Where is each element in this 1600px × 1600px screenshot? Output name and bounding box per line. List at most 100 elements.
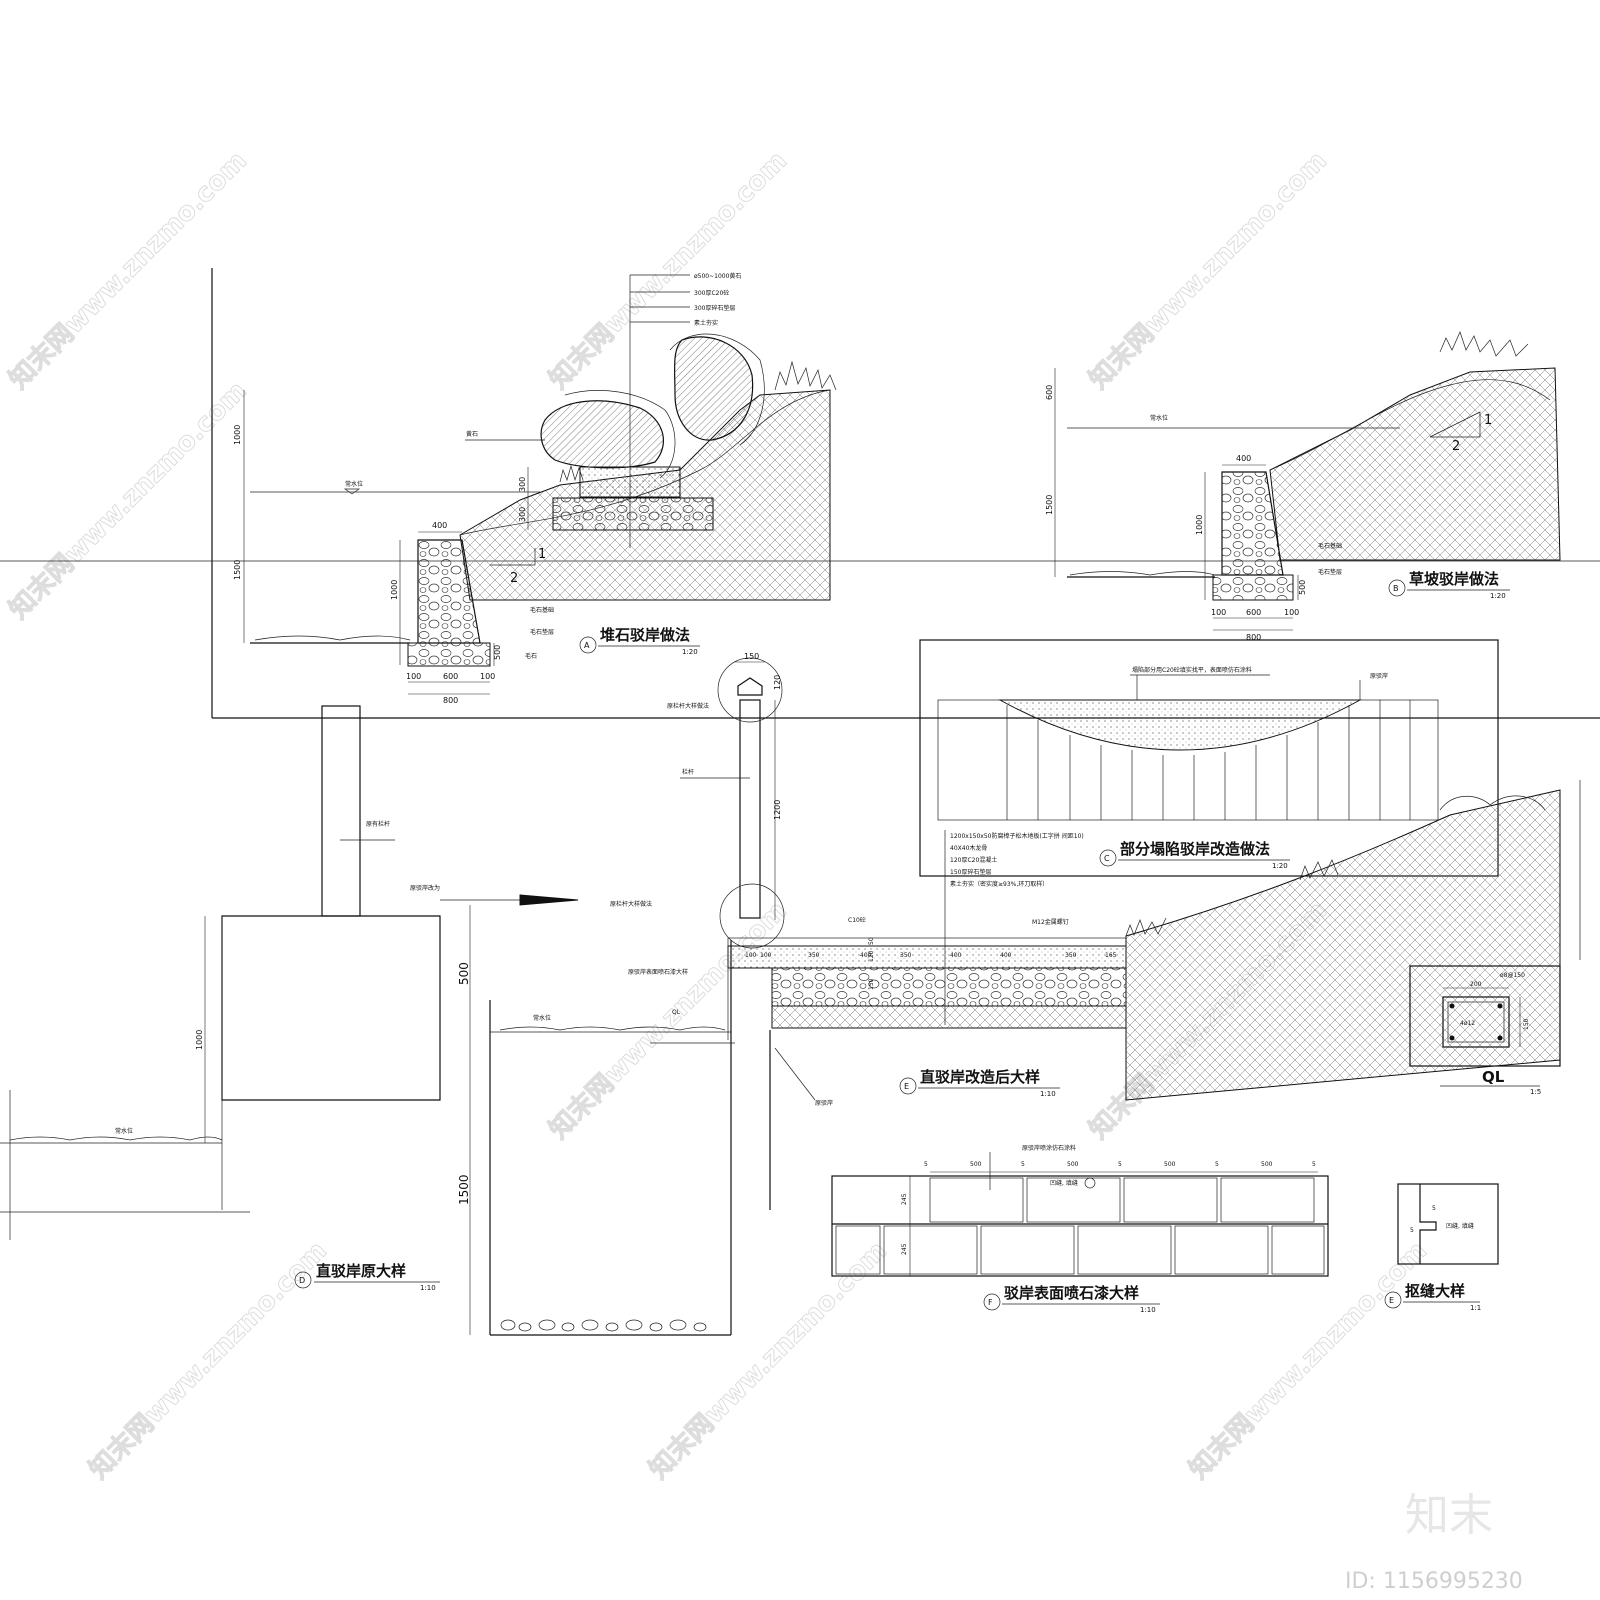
drawing-line — [1271, 1225, 1325, 1275]
drawing-line — [552, 497, 714, 531]
ql-in-label: 4ø12 — [1460, 1020, 1475, 1027]
detail-d-marker-text: D — [299, 1276, 305, 1285]
drawing-line — [1447, 1001, 1505, 1043]
dim-a-top400: 400 — [432, 521, 447, 530]
drawing-line — [518, 1322, 532, 1332]
dim-b-h1000: 1000 — [1195, 515, 1204, 535]
drawing-line — [1439, 795, 1546, 811]
callout-e-2: 40X40木龙骨 — [950, 844, 987, 852]
water-label-a: 常水位 — [345, 480, 363, 488]
drawing-line — [321, 705, 361, 917]
drawing-line — [581, 1319, 599, 1331]
drawing-line — [564, 390, 676, 479]
drawing-line — [1449, 1035, 1455, 1041]
dim-e2-5a: 5 — [1432, 1205, 1436, 1212]
drawing-line — [1429, 411, 1481, 438]
detail-e2-joint: 5 5 凹缝, 填缝 E 抠缝大样 1:1 — [1384, 1183, 1499, 1312]
drawing-line — [540, 400, 664, 469]
label-f: 原驳岸喷涂仿石涂料 — [1022, 1144, 1076, 1152]
dim-b-top400: 400 — [1236, 454, 1251, 463]
drawing-line — [1084, 1177, 1096, 1189]
rail-detail-label-2: 原栏杆大样做法 — [610, 900, 652, 908]
drawing-line — [717, 657, 783, 723]
detail-f-title: 驳岸表面喷石漆大样 — [1004, 1284, 1139, 1302]
image-id: ID: 1156995230 — [1345, 1569, 1523, 1594]
dim-e-h1200: 1200 — [773, 800, 782, 820]
drawing-line — [649, 1322, 663, 1332]
detail-b-title: 草坡驳岸做法 — [1409, 570, 1499, 588]
dim-f-w6: 500 — [1164, 1161, 1176, 1168]
callout-a-3: 300厚碎石垫层 — [694, 304, 735, 312]
detail-a-stacked-rock-revetment: ø500~1000黄石 300厚C20砼 300厚碎石垫层 素土夯实 黄石 常水… — [233, 272, 837, 705]
water-label-d: 常水位 — [115, 1127, 133, 1135]
drawing-line — [561, 1322, 575, 1332]
dim-f-w3: 5 — [1021, 1161, 1025, 1168]
detail-e-marker-text: E — [904, 1082, 909, 1091]
water-label-b: 常水位 — [1150, 414, 1168, 422]
drawing-line — [831, 1175, 1329, 1277]
detail-e2-marker — [1384, 1291, 1402, 1309]
ql-title: QL — [1482, 1068, 1505, 1086]
drawing-line — [929, 1177, 1024, 1223]
drawing-line — [883, 1225, 978, 1275]
callout-e-1: 1200x150x50防腐樟子松木地板(工字拼 间距10) — [950, 832, 1084, 840]
drawing-line — [407, 642, 491, 667]
drawing-line — [673, 336, 754, 441]
detail-b-scale: 1:20 — [1490, 592, 1506, 600]
joint-label-f: 凹缝, 填缝 — [1050, 1179, 1078, 1187]
drawing-line — [835, 1225, 881, 1275]
drawing-line — [343, 488, 361, 495]
drawing-line — [739, 699, 761, 919]
drawing-line — [693, 1322, 707, 1332]
dim-f-w4: 500 — [1067, 1161, 1079, 1168]
label-b-1: 毛石基础 — [1318, 542, 1342, 550]
watermark-text: 知末网www.znzmo.com — [84, 1236, 333, 1485]
dim-a-b100b: 100 — [480, 672, 495, 681]
drawing-line — [669, 333, 765, 446]
dim-b-b800: 800 — [1246, 633, 1261, 642]
deck-dim-2: 400 — [860, 952, 872, 959]
drawing-line — [919, 639, 1499, 877]
dim-f-w2: 500 — [970, 1161, 982, 1168]
drawing-line — [538, 1319, 556, 1331]
drawing-line — [490, 548, 536, 566]
dim-a-1500: 1500 — [233, 560, 242, 580]
drawing-line — [1409, 965, 1561, 1067]
c10-label: C10砼 — [848, 916, 866, 924]
drawing-line — [771, 967, 1127, 1007]
dim-f-w1: 5 — [924, 1161, 928, 1168]
deck-dim-7: 100 — [745, 952, 757, 959]
dim-a-b100a: 100 — [406, 672, 421, 681]
dim-b-b600: 600 — [1246, 608, 1261, 617]
dim-f-w5: 5 — [1118, 1161, 1122, 1168]
detail-b-grass-slope-revetment: 常水位 600 1500 400 1000 500 100 600 100 80… — [1045, 331, 1561, 642]
deck-dim-9: 165 — [1105, 952, 1117, 959]
detail-d-marker — [294, 1271, 312, 1289]
detail-c-verticals — [1006, 700, 1411, 820]
drawing-line — [1497, 1003, 1503, 1009]
deck-dim-6: 350 — [1065, 952, 1077, 959]
dim-b-b100b: 100 — [1284, 608, 1299, 617]
detail-a-marker-text: A — [584, 641, 590, 650]
label-c-side: 原驳岸 — [1370, 672, 1388, 680]
dim-f-h2: 245 — [901, 1243, 908, 1255]
watermark-text: 知末网www.znzmo.com — [544, 896, 793, 1145]
drawing-line — [9, 1136, 223, 1141]
drawing-line — [221, 915, 441, 1101]
drawing-line — [1125, 917, 1167, 937]
dim-e-1500: 1500 — [457, 1174, 471, 1205]
rail-label-e: 栏杆 — [682, 768, 694, 776]
label-e2: 凹缝, 填缝 — [1446, 1222, 1474, 1230]
dim-b-b100a: 100 — [1211, 608, 1226, 617]
drawing-line — [1299, 859, 1339, 881]
ql-height: 150 — [1523, 1018, 1530, 1030]
deck-dim-1: 350 — [808, 952, 820, 959]
slope-b-rise: 1 — [1484, 413, 1492, 428]
drawing-line — [1212, 574, 1294, 601]
callout-e-4: 150厚碎石垫层 — [950, 868, 991, 876]
detail-ql-ring-beam: ø8@150 4ø12 200 150 QL 1:5 — [1409, 965, 1561, 1096]
detail-f-stone-paint-surface: 5 500 5 500 5 500 5 500 5 245 245 原驳岸喷涂仿… — [831, 1144, 1329, 1314]
detail-e-marker — [899, 1077, 917, 1095]
